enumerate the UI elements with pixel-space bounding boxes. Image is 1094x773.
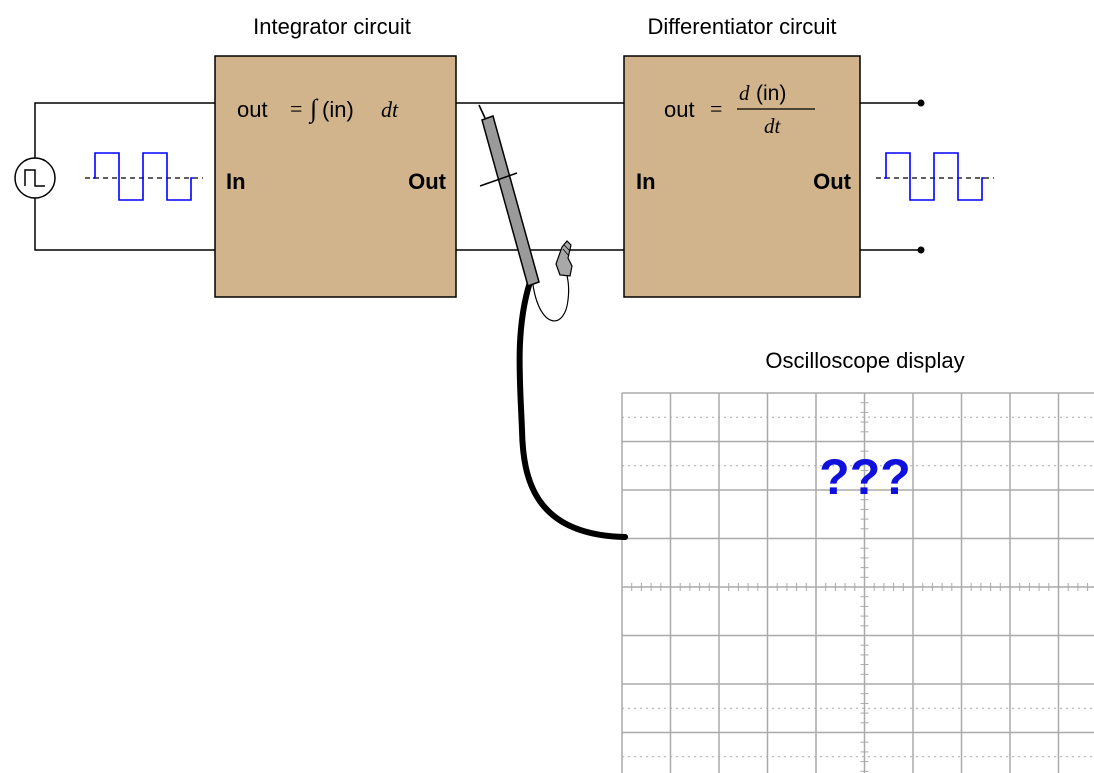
differentiator-equation: out = d (in) dt [664,81,815,138]
oscilloscope-probe-icon [478,104,540,287]
differentiator-eq-out: out [664,97,695,122]
integrator-equation: out = ∫ (in) dt [237,94,399,124]
probe-body [481,115,540,287]
output-waveform-icon [876,152,994,201]
integral-sign: ∫ [308,94,319,124]
differentiator-box [623,55,861,298]
differentiator-eq-d: d [739,81,750,105]
differentiator-eq-equals: = [710,96,722,121]
output-terminal-top [917,99,925,107]
differentiator-eq-in: (in) [756,82,786,105]
output-terminal-bottom [917,246,925,254]
integrator-in-label: In [226,169,246,194]
integrator-title: Integrator circuit [253,14,411,39]
scope-grid [621,392,1094,773]
integrator-eq-out: out [237,97,268,122]
square-wave-source-icon [14,157,56,199]
unknown-waveform-label: ??? [819,449,911,505]
output-terminals [860,99,925,254]
probe-collar [479,172,518,187]
oscilloscope-title: Oscilloscope display [765,348,964,373]
input-waveform-icon [85,152,203,201]
integrator-box [214,55,457,298]
integrator-eq-dt: dt [381,97,399,122]
oscilloscope-screen: ??? [621,392,1094,773]
integrator-eq-in: (in) [322,97,354,122]
differentiator-eq-dt: dt [764,114,782,138]
differentiator-in-label: In [636,169,656,194]
scope-input-connector [622,534,628,540]
differentiator-out-label: Out [813,169,852,194]
probe-cable [516,279,628,540]
alligator-clip-icon [555,240,573,277]
differentiator-title: Differentiator circuit [647,14,836,39]
integrator-eq-equals: = [290,96,302,121]
probe-ground-lead [532,267,570,322]
input-wiring [34,102,215,251]
integrator-out-label: Out [408,169,447,194]
interconnect-wiring [456,102,624,251]
probe-tip [478,104,486,119]
